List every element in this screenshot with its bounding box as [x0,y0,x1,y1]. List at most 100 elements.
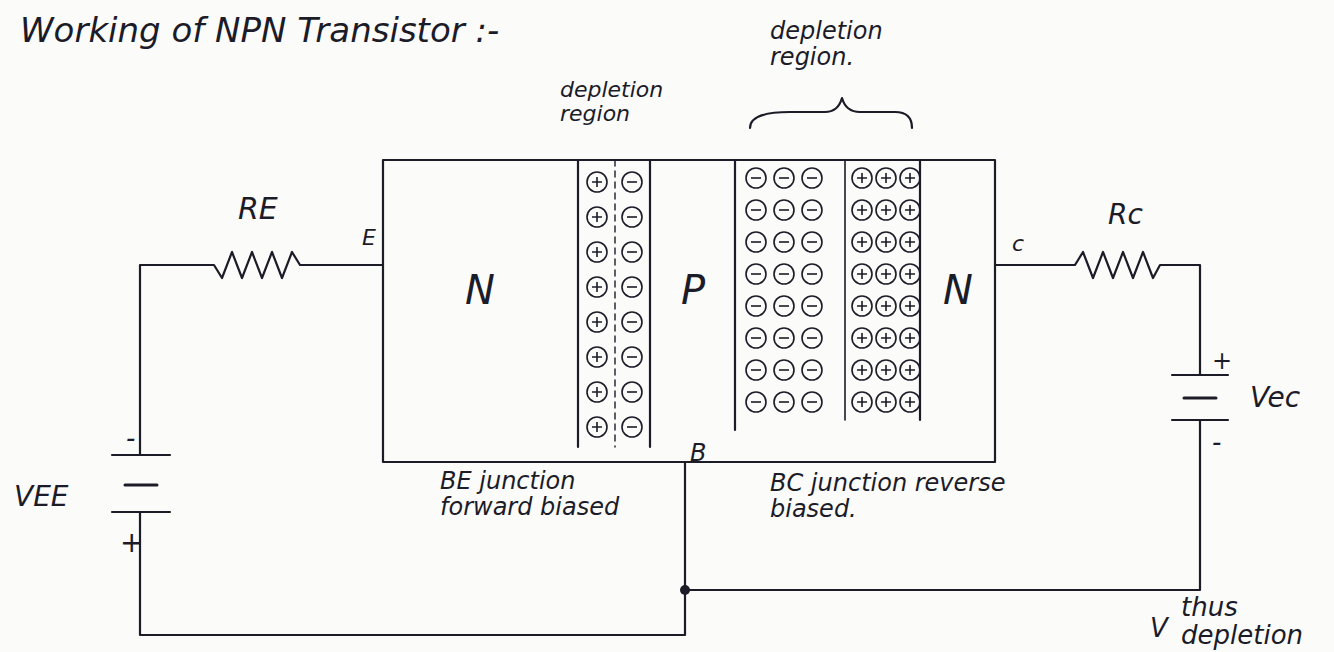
negative-ion [774,232,794,252]
negative-ion [746,296,766,316]
note-text: V [1150,614,1168,643]
negative-ion [622,172,642,192]
charge-sign [807,337,817,339]
positive-ion [852,328,872,348]
negative-ion [622,312,642,332]
positive-ion [900,296,920,316]
positive-ion [876,296,896,316]
negative-ion [622,417,642,437]
charge-sign [881,365,891,375]
battery-plate [112,454,170,456]
semiconductor-region: N [922,200,994,380]
charge-sign [592,387,602,397]
charge-sign [592,317,602,327]
charge-sign [779,241,789,243]
negative-ion [802,200,822,220]
region-label: depletion region [560,78,660,126]
junction-line [919,160,921,420]
transistor-body [383,160,995,462]
positive-ion [852,392,872,412]
negative-ion [746,200,766,220]
semiconductor-region: N [420,200,540,380]
semiconductor-region: P [652,200,734,380]
positive-ion [587,207,607,227]
negative-ion [746,360,766,380]
positive-ion [900,360,920,380]
negative-ion [622,207,642,227]
charge-sign [807,305,817,307]
charge-sign [592,422,602,432]
charge-sign [779,337,789,339]
positive-ion [900,200,920,220]
positive-ion [876,392,896,412]
negative-ion [802,232,822,252]
charge-sign [807,177,817,179]
charge-sign [857,269,867,279]
charge-sign [881,301,891,311]
charge-sign [881,237,891,247]
positive-ion [876,200,896,220]
junction-note: BE junction forward biased [440,468,650,521]
charge-sign [881,173,891,183]
junction-note: BC junction reverse biased. [770,470,1030,523]
charge-sign [881,333,891,343]
charge-sign [807,369,817,371]
negative-ion [622,277,642,297]
charge-sign [779,305,789,307]
negative-ion [802,360,822,380]
negative-ion [802,296,822,316]
positive-ion [900,264,920,284]
junction-line [734,160,736,430]
charge-sign [627,391,637,393]
negative-ion [746,328,766,348]
negative-ion [802,168,822,188]
polarity-sign: - [1212,428,1221,457]
charge-sign [627,321,637,323]
positive-ion [587,382,607,402]
positive-ion [852,360,872,380]
negative-ion [774,328,794,348]
terminal-label: E [362,226,376,250]
charge-sign [779,209,789,211]
positive-ion [852,264,872,284]
negative-ion [802,264,822,284]
note-text: thus depletion [1181,593,1334,650]
positive-ion [876,328,896,348]
terminal-label: c [1012,232,1024,256]
positive-ion [587,312,607,332]
negative-ion [746,168,766,188]
charge-sign [751,401,761,403]
polarity-sign: - [126,424,135,453]
negative-ion [746,392,766,412]
positive-ion [900,328,920,348]
component-label: RE [238,192,278,225]
positive-ion [852,296,872,316]
charge-sign [592,212,602,222]
charge-sign [905,301,915,311]
charge-sign [627,426,637,428]
negative-ion [802,392,822,412]
region-label: P [681,267,705,313]
negative-ion [622,347,642,367]
charge-sign [857,173,867,183]
junction-line [649,160,651,447]
region-label: N [943,267,973,313]
charge-sign [779,177,789,179]
wire [140,462,685,635]
negative-ion [774,296,794,316]
wire [685,420,1200,590]
negative-ion [774,392,794,412]
junction-line [844,160,846,420]
charge-sign [905,205,915,215]
positive-ion [876,360,896,380]
positive-ion [587,172,607,192]
positive-ion [876,168,896,188]
charge-sign [592,282,602,292]
positive-ion [900,392,920,412]
junction-line [577,160,579,447]
positive-ion [852,200,872,220]
positive-ion [852,232,872,252]
charge-sign [751,273,761,275]
component-label: Vec [1250,383,1300,414]
